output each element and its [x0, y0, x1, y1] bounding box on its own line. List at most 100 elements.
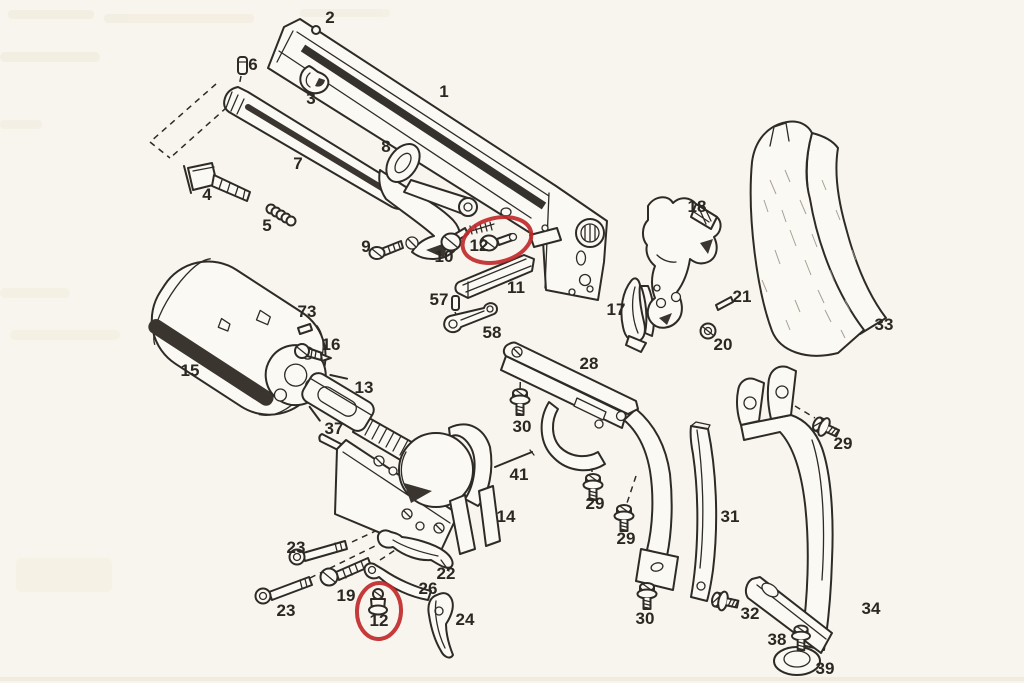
- part-6-wedge-pin-shape: [237, 56, 248, 75]
- part-15-cylinder-shape: [284, 363, 308, 387]
- part-18-hammer-shape: [653, 284, 661, 292]
- barrel-lug-stud-shape: [541, 224, 549, 232]
- highlights-layer: [354, 215, 534, 641]
- part-33-grip-shape: [749, 120, 865, 357]
- part-14-frame-shape: [375, 457, 383, 465]
- scan-artifacts-shape: [16, 558, 112, 592]
- part-73-pin: [297, 323, 313, 335]
- part-label-29-36: 29: [834, 434, 853, 453]
- part-7-loading-lever-shape: [407, 238, 417, 248]
- part-26-spring-shape: [367, 565, 377, 575]
- part-14-frame-shape: [388, 466, 398, 476]
- part-41-pin-shape: [494, 451, 533, 468]
- part-8-plunger-shape: [394, 152, 412, 174]
- part-3-lever-catch: [299, 65, 330, 95]
- scan-artifacts-shape: [300, 9, 390, 17]
- part-34-grip-frame-shape: [761, 582, 779, 598]
- part-31-backstrap: [689, 421, 718, 602]
- part-1-barrel-shape: [578, 273, 592, 287]
- part-58-lever: [443, 302, 498, 334]
- part-12-lower-screw-shape: [368, 604, 388, 616]
- part-20-roller: [699, 322, 717, 340]
- part-28-trigger-guard-shape: [615, 410, 627, 422]
- part-15-cylinder-shape: [217, 317, 231, 332]
- part-label-58-13: 58: [483, 323, 502, 342]
- part-58-lever-shape: [486, 305, 494, 313]
- part-23-screw-lower-shape: [299, 578, 308, 589]
- part-18-hammer-shape: [670, 291, 682, 303]
- part-24-trigger-shape: [427, 592, 454, 659]
- assembly-guide-dashes-shape: [169, 99, 236, 159]
- part-8-plunger-shape: [458, 197, 478, 217]
- part-6-wedge-pin: [237, 56, 248, 75]
- part-label-32-32: 32: [741, 604, 760, 623]
- part-label-29-29: 29: [617, 529, 636, 548]
- scan-artifacts-shape: [0, 677, 1024, 681]
- part-1-barrel-shape: [568, 288, 576, 296]
- part-label-23-37: 23: [287, 538, 306, 557]
- part-13-base-pin-shape: [301, 372, 375, 432]
- part-3-lever-catch-shape: [315, 78, 325, 87]
- highlight-ellipse-upper: [460, 215, 534, 265]
- part-10-screw: [440, 227, 469, 252]
- part-16-nipple-shape: [296, 346, 308, 356]
- scan-artifacts-shape: [8, 10, 94, 19]
- part-16-nipple: [294, 343, 332, 362]
- part-1-barrel-shape: [575, 250, 587, 266]
- assembly-guide-dashes-shape: [625, 475, 637, 507]
- part-label-6-2: 6: [248, 55, 257, 74]
- part-4-latch-shape: [192, 166, 215, 172]
- part-33-grip-shape: [769, 122, 790, 147]
- part-label-1-1: 1: [439, 82, 448, 101]
- part-5-spring-shape: [285, 215, 297, 227]
- part-label-12-40: 12: [370, 611, 389, 630]
- assembly-guide-dashes-shape: [149, 83, 217, 143]
- part-28-trigger-guard-shape: [540, 401, 606, 472]
- part-23-screw-lower-shape: [254, 587, 272, 605]
- part-label-3-3: 3: [306, 89, 315, 108]
- part-39-washer-shape: [783, 650, 811, 668]
- part-1-barrel-shape: [300, 44, 547, 210]
- part-28-trigger-guard-shape: [594, 419, 604, 429]
- part-28-trigger-guard-shape: [513, 348, 521, 356]
- part-58-lever-shape: [460, 310, 485, 321]
- part-24-trigger: [427, 592, 454, 659]
- part-label-8-4: 8: [381, 137, 390, 156]
- part-22-lever: [376, 529, 454, 572]
- part-14-frame-shape: [415, 521, 425, 531]
- part-label-28-27: 28: [580, 354, 599, 373]
- part-label-23-38: 23: [277, 601, 296, 620]
- part-label-24-43: 24: [456, 610, 475, 629]
- part-23-screw-lower-shape: [258, 591, 268, 601]
- part-23-screw-upper: [288, 540, 348, 566]
- part-label-10-9: 10: [435, 247, 454, 266]
- part-1-barrel-shape: [580, 223, 600, 243]
- part-28-trigger-guard-shape: [573, 397, 607, 421]
- part-label-17-14: 17: [607, 300, 626, 319]
- part-label-20-17: 20: [714, 335, 733, 354]
- part-31-backstrap-shape: [690, 421, 711, 430]
- scan-artifacts-shape: [10, 330, 120, 340]
- part-14-frame-shape: [403, 510, 411, 518]
- part-label-21-16: 21: [733, 287, 752, 306]
- part-31-backstrap-shape: [696, 581, 706, 591]
- part-58-lever-shape: [448, 319, 458, 329]
- part-31-backstrap-shape: [696, 429, 704, 569]
- part-7-loading-lever-shape: [378, 169, 462, 260]
- part-1-barrel: [267, 18, 608, 301]
- part-12-lower-screw: [368, 588, 388, 616]
- scan-artifacts-shape: [0, 120, 42, 129]
- part-label-29-28: 29: [586, 494, 605, 513]
- part-14-frame-shape: [435, 524, 443, 532]
- part-label-12-10: 12: [470, 236, 489, 255]
- part-16-nipple-shape: [320, 353, 332, 362]
- part-15-cylinder-shape: [255, 309, 271, 326]
- part-18-hammer-shape: [700, 239, 713, 254]
- highlight-ellipse-lower: [354, 581, 404, 641]
- part-33-grip: [749, 120, 887, 357]
- part-18-hammer-shape: [659, 313, 672, 325]
- scan-artifacts-shape: [104, 14, 254, 23]
- part-14-frame-shape: [478, 485, 501, 547]
- part-label-57-12: 57: [430, 290, 449, 309]
